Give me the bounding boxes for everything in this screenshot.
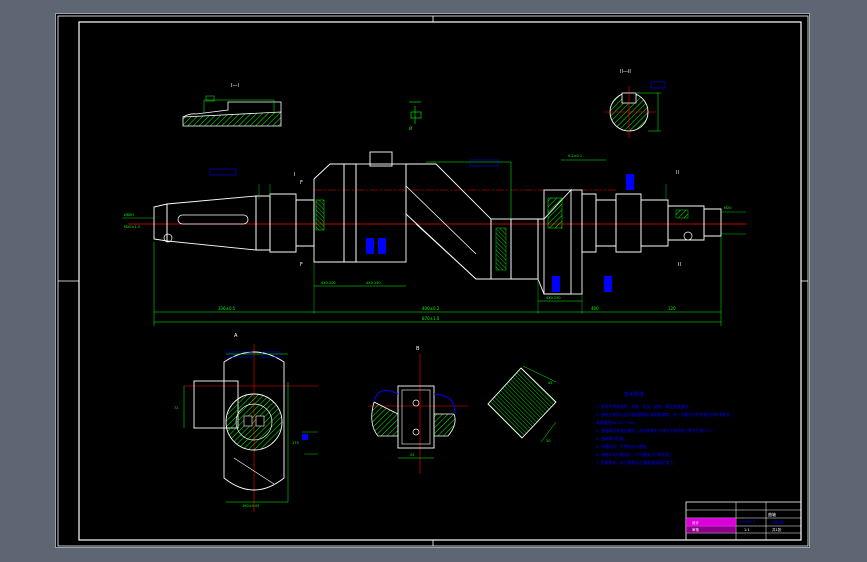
rotated-square-detail[interactable]: 45 30 xyxy=(487,365,557,443)
note-5: 4. 曲轴探伤检查。 xyxy=(596,436,627,441)
dim-throw-c: 4X0.250 xyxy=(546,296,561,300)
section-marker-i-top: I xyxy=(294,172,295,178)
cad-drawing-canvas[interactable]: I—I Ø II—II xyxy=(56,14,811,549)
dim-side-depth: 175 xyxy=(292,441,299,445)
main-view-dimensions: 870±1.0 336±0.5 400±0.2 400 120 4X0.200 … xyxy=(122,154,746,326)
section-ii-detail[interactable]: II—II xyxy=(604,69,666,138)
dim-left-segment: 336±0.5 xyxy=(218,306,236,311)
title-block[interactable]: 曲轴 QZ-01 QT600-3 1:1 共1张 设计 审核 xyxy=(685,501,802,541)
section-marker-ii-top: II xyxy=(676,170,679,176)
note-8: 7. 锐角倒钝，未注倒角及过渡圆角按规定加工。 xyxy=(596,460,677,465)
title-sheet: 共1张 xyxy=(772,527,782,532)
svg-text:Ø: Ø xyxy=(409,126,412,131)
section-i-hatch xyxy=(182,111,282,127)
keyway-detail[interactable]: Ø xyxy=(409,101,422,131)
dim-throw-a: 4X0.200 xyxy=(321,281,336,285)
section-i-label: I—I xyxy=(231,83,239,89)
right-end-shaft xyxy=(640,199,669,247)
end-view-b[interactable]: B 25 xyxy=(368,346,468,474)
section-marker-ii-bottom: II xyxy=(678,262,681,268)
dim-end-spec-1: Ø60H xyxy=(124,212,134,217)
note-2: 2. 曲轴主轴颈与连杆轴颈圆角处表面粗糙度，须一次磨出并符合规定的技术要求 xyxy=(596,412,730,417)
note-1: 1. 锻件不得有裂纹、折叠、夹层、结疤、氧化皮等缺陷。 xyxy=(596,404,692,409)
note-7: 6. 曲轴作动平衡试验，不平衡量小于规定值。 xyxy=(596,452,673,457)
title-checker: 审核 xyxy=(692,527,700,532)
section-marker-f-top: F xyxy=(300,180,303,186)
left-taper-shaft xyxy=(166,195,257,251)
dim-bottom-width: 190±0.05 xyxy=(242,504,259,508)
title-drawing-no: QZ-01 xyxy=(772,520,785,525)
inner-frame xyxy=(78,21,802,541)
title-material: QT600-3 xyxy=(740,520,755,524)
dim-radius-note: 0.2±0.1 xyxy=(568,154,582,158)
dim-end-spec-2: M20×1.5 xyxy=(124,225,140,229)
end-view-a[interactable]: A 72 190±0.05 175 xyxy=(174,333,318,512)
end-view-a-journal xyxy=(225,393,283,451)
technical-notes: 技术要求 1. 锻件不得有裂纹、折叠、夹层、结疤、氧化皮等缺陷。 2. 曲轴主轴… xyxy=(596,391,730,465)
svg-text:M20: M20 xyxy=(724,206,731,210)
title-scale: 1:1 xyxy=(744,528,750,532)
end-view-b-label: B xyxy=(416,346,420,352)
svg-text:72: 72 xyxy=(174,406,178,410)
dim-overall-length: 870±1.0 xyxy=(422,316,440,321)
section-marker-f-bottom: F xyxy=(300,262,303,268)
dim-right-end: 120 xyxy=(668,306,676,311)
title-part-name: 曲轴 xyxy=(768,511,776,517)
note-4: 3. 曲轴调质处理后硬度，连杆轴颈中心线对主轴颈中心线平行度0.02。 xyxy=(596,428,716,433)
end-view-a-label: A xyxy=(234,333,238,339)
crankshaft-front-view[interactable]: I F F II II xyxy=(128,151,746,295)
title-designer: 设计 xyxy=(692,520,700,525)
note-6: 5. 淬硬深度，不得有淬火裂纹。 xyxy=(596,444,650,449)
outer-frame xyxy=(57,15,809,547)
left-keyway xyxy=(177,214,249,225)
rotated-square xyxy=(487,367,557,439)
dim-tilt-2: 30 xyxy=(546,439,550,443)
section-i-detail[interactable]: I—I xyxy=(182,83,282,127)
section-ii-label: II—II xyxy=(620,69,631,75)
dim-mid-segment: 400±0.2 xyxy=(422,306,440,311)
middle-crank-web xyxy=(405,163,492,280)
dim-right-journal: 400 xyxy=(591,306,599,311)
dim-tilt-1: 45 xyxy=(548,381,552,385)
notes-title: 技术要求 xyxy=(624,391,644,398)
drawing-sheet: I—I Ø II—II xyxy=(55,13,810,548)
svg-text:25: 25 xyxy=(410,453,414,457)
dim-throw-b: 4X0.150 xyxy=(366,281,381,285)
end-view-b-body xyxy=(397,385,435,449)
note-3: 表面硬度HB241~269。 xyxy=(596,420,638,425)
